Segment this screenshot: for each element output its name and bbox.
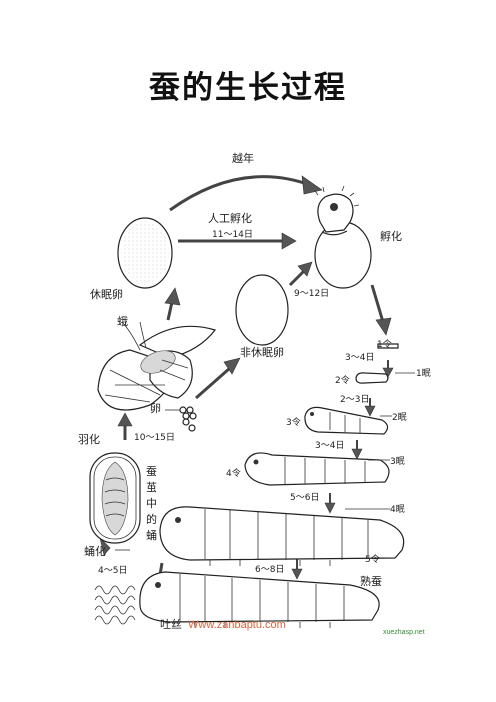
label-instar-1: 1令 <box>377 338 392 350</box>
silk-strands-icon <box>94 585 136 625</box>
arrow-nondiapause-hatch <box>288 261 313 287</box>
label-sleep-4: 4眠 <box>390 504 405 515</box>
label-moth: 蛾 <box>117 315 128 328</box>
page-title: 蚕的生长过程 <box>149 70 347 106</box>
arrow-hatch-to-larva <box>370 284 392 336</box>
arrow-moth-to-diapause-egg <box>164 287 181 321</box>
label-nondiapause-days: 9～12日 <box>294 288 329 299</box>
label-egg-days: 10～15日 <box>134 432 175 443</box>
label-pupa-char-2: 茧 <box>146 481 157 494</box>
label-sleep-1: 1眠 <box>416 368 431 379</box>
label-instar-4-days: 5～6日 <box>290 492 319 503</box>
label-instar-3: 3令 <box>286 416 301 428</box>
label-artificial-hatch-days: 11～14日 <box>212 229 253 240</box>
watermark-site: Www.zanbaptu.com <box>188 619 286 631</box>
hatching-larva-icon <box>314 185 360 236</box>
arrow-overwinter <box>169 175 323 212</box>
arrow-instar-1-2 <box>382 360 394 378</box>
arrow-instar-5-mature <box>291 558 303 580</box>
arrow-instar-4-5 <box>324 493 336 514</box>
label-nondiapause-egg: 非休眠卵 <box>240 346 284 359</box>
label-mature-silkworm: 熟蚕 <box>360 574 382 588</box>
label-overwinter: 越年 <box>232 151 254 165</box>
larva-instar-2-icon <box>355 372 389 384</box>
hatching-egg <box>314 221 372 289</box>
egg-cluster-icon <box>165 406 197 432</box>
label-pupa-char-3: 中 <box>146 497 157 510</box>
label-hatch: 孵化 <box>380 229 402 243</box>
arrow-to-pupa <box>99 537 111 556</box>
label-egg: 卵 <box>150 402 161 415</box>
label-instar-5: 5令 <box>365 553 380 565</box>
label-diapause-egg: 休眠卵 <box>90 288 123 301</box>
label-eclosion: 羽化 <box>78 432 100 446</box>
larva-instar-1-icon <box>377 343 399 349</box>
label-pupa-days: 4～5日 <box>98 565 127 576</box>
label-pupa-char-1: 蚕 <box>146 465 157 478</box>
label-pupa-in-cocoon: 蚕 茧 中 的 蛹 <box>146 465 157 542</box>
label-pupa-char-5: 蛹 <box>146 529 157 542</box>
label-spinning: 吐丝 <box>160 618 182 631</box>
label-instar-2: 2令 <box>335 374 350 386</box>
label-sleep-3: 3眠 <box>390 456 405 467</box>
larva-instar-5-icon <box>159 506 405 566</box>
larva-mature-icon <box>139 571 380 628</box>
arrow-instar-3-4 <box>351 440 363 460</box>
moth-icon <box>97 321 216 411</box>
arrow-instar-2-3 <box>364 398 376 417</box>
label-sleep-2: 2眠 <box>392 412 407 423</box>
label-instar-2-days: 2～3日 <box>340 394 369 405</box>
nondiapause-egg <box>235 274 289 346</box>
label-pupa-char-4: 的 <box>146 512 157 526</box>
label-instar-4: 4令 <box>226 467 241 479</box>
larva-instar-3-icon <box>304 406 389 435</box>
label-instar-3-days: 3～4日 <box>315 440 344 451</box>
label-instar-1-days: 3～4日 <box>345 352 374 363</box>
watermark-logo: xuezhasp.net <box>383 629 425 636</box>
label-pupation: 蛹化 <box>84 544 106 558</box>
arrow-artificial-hatch <box>178 232 297 250</box>
larva-instar-4-icon <box>244 452 390 486</box>
label-instar-5-days: 6～8日 <box>255 564 284 575</box>
cocoon-with-pupa-icon <box>89 452 141 544</box>
diapause-egg-shading <box>121 221 169 285</box>
arrow-moth-to-nondiapause-egg <box>195 357 241 400</box>
arrow-eclosion <box>117 412 133 440</box>
label-artificial-hatch: 人工孵化 <box>208 211 252 225</box>
